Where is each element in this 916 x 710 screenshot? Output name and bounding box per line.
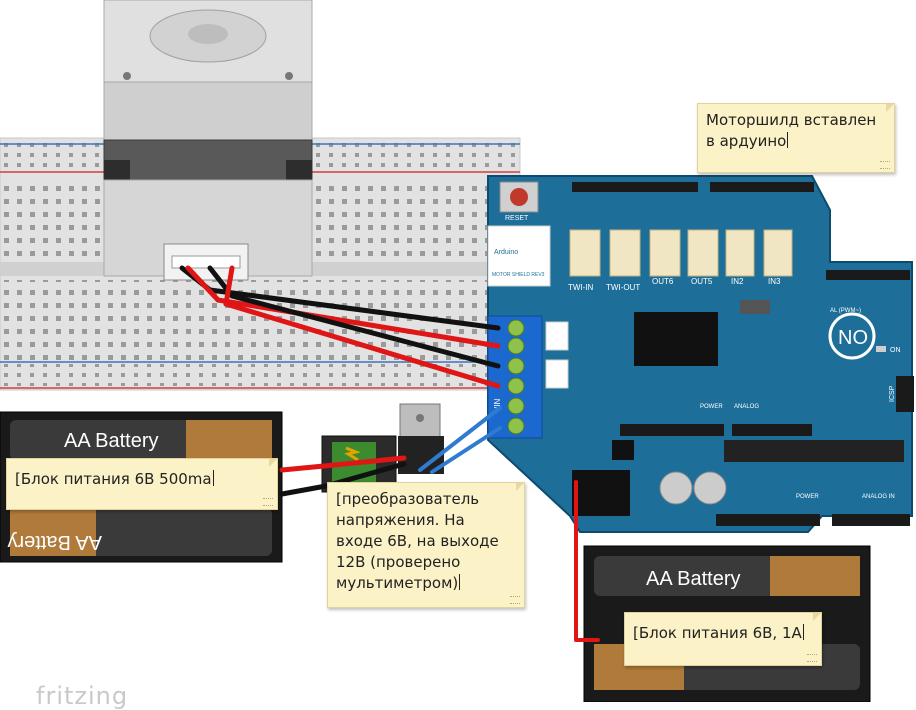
note-fold-icon [510,596,520,604]
battery-label-3: AA Battery [646,568,741,590]
pwm-label: AL (PWM~) [830,308,861,314]
voltage-converter [321,403,444,493]
capacitor-2 [693,471,727,505]
note-fold-icon [263,498,273,506]
note-converter-text: [преобразователь напряжения. На входе 6В… [336,490,499,592]
wire-blue-1 [418,406,502,472]
connector-label-twi-in: TWI-IN [568,283,594,292]
connector-label-in2: IN2 [731,277,744,286]
connector-label-in3: IN3 [768,277,781,286]
note-psu-large-text: [Блок питания 6В, 1А [633,624,802,642]
text-cursor [787,132,789,148]
digital-header-right [710,182,814,192]
note-corner-icon [886,104,894,112]
reset-label: RESET [505,215,529,222]
wire-black-2 [207,265,501,369]
note-corner-icon [269,459,277,467]
wire-red-psu-small [279,455,407,473]
note-psu-small-text: [Блок питания 6В 500ma [15,470,212,488]
header-power-label: POWER [700,404,723,410]
battery-label-1: AA Battery [64,430,159,452]
model-text: MOTOR SHIELD REV3 [492,272,545,278]
connector-label-out5: OUT5 [691,277,713,286]
text-cursor [459,574,461,590]
analog-header [732,424,812,436]
note-fold-icon [807,654,817,662]
stepper-motor [103,0,313,281]
vin-label: VIN [493,398,502,412]
connector-labels: TWI-IN TWI-OUT OUT6 OUT5 IN2 IN3 [568,277,781,292]
lower-analog-label: ANALOG IN [862,494,895,500]
text-cursor [802,624,804,640]
battery-label-2: AA Battery [8,531,103,553]
note-psu-small: [Блок питания 6В 500ma [6,458,278,510]
fritzing-watermark: fritzing [36,682,129,710]
note-moto-shield: Моторшилд вставлен в ардуино [697,103,895,173]
dc-jack [572,470,630,516]
note-corner-icon [813,613,821,621]
connector-label-out6: OUT6 [652,277,674,286]
under-board-header [724,440,904,462]
arduino-logo-area [487,225,551,287]
on-label: ON [890,347,901,354]
wires [179,265,600,642]
arduino-motor-shield: RESET Arduino MOTOR SHIELD REV3 TWI-IN T… [487,175,914,533]
connector-row [569,229,793,277]
note-converter: [преобразователь напряжения. На входе 6В… [327,482,525,608]
small-component [740,300,770,314]
board-name: NO [838,327,868,349]
arduino-uno-logo [828,312,876,360]
logo-text: Arduino [494,249,518,256]
note-moto-shield-text: Моторшилд вставлен в ардуино [706,111,877,150]
digital-header-side [826,270,910,280]
reset-button-cap[interactable] [510,188,528,206]
lightning-icon [344,446,361,462]
wire-red-2 [223,265,501,389]
screw-terminals [507,319,525,435]
header-analog-label: ANALOG [734,404,759,410]
wire-blue-2 [430,426,502,474]
wire-red-psu-large [574,480,600,642]
wire-red-1 [185,265,501,349]
on-led [876,346,886,352]
battery-pack-large: AA Battery [583,545,871,702]
digital-header-left [572,182,698,192]
icsp-header [896,376,914,412]
lower-power-label: POWER [796,494,819,500]
lower-analog-header [832,514,910,526]
note-corner-icon [516,483,524,491]
regulator-chip [612,440,634,460]
note-psu-large: [Блок питания 6В, 1А [624,612,822,666]
driver-chip [634,312,718,366]
wire-black-psu-small [279,461,407,497]
note-fold-icon [880,161,890,169]
lower-power-header [716,514,820,526]
capacitor-1 [659,471,693,505]
text-cursor [212,470,214,486]
connector-label-twi-out: TWI-OUT [606,283,640,292]
power-header [620,424,724,436]
icsp-label: ICSP [889,385,896,402]
